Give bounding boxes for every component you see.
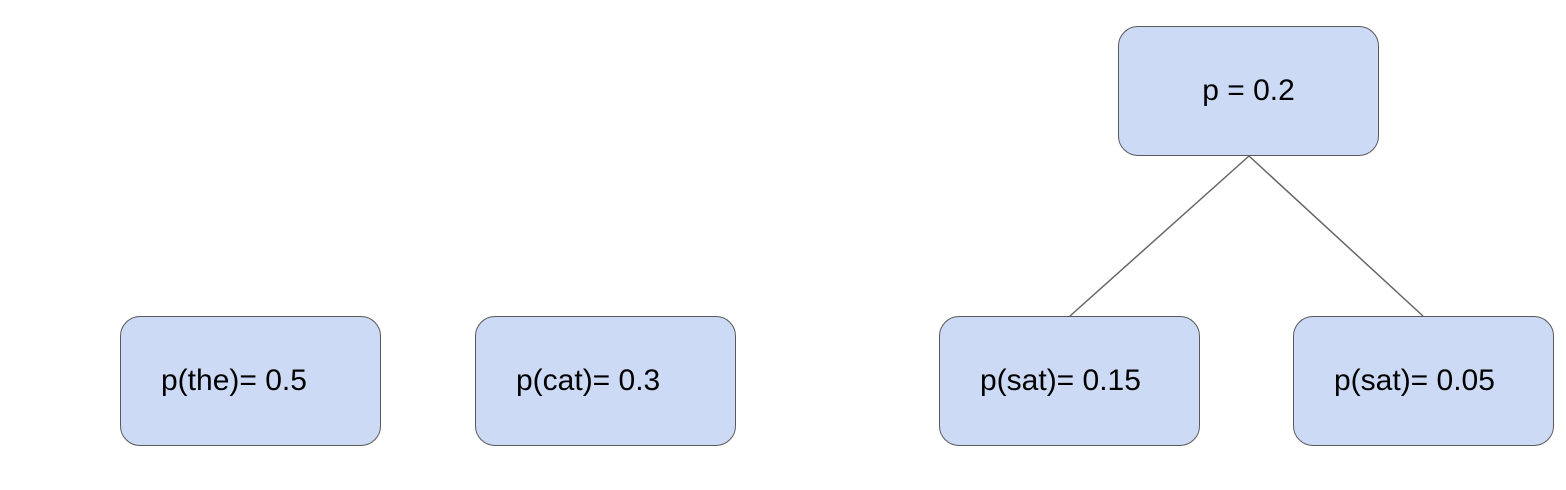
node-sat-b-label: p(sat)= 0.05 <box>1334 364 1495 397</box>
node-cat: p(cat)= 0.3 <box>475 316 736 446</box>
node-the: p(the)= 0.5 <box>120 316 381 446</box>
edge-root-to-sat-b <box>1248 155 1424 317</box>
node-sat-a-label: p(sat)= 0.15 <box>980 364 1141 397</box>
node-root-label: p = 0.2 <box>1202 74 1295 107</box>
node-sat-b: p(sat)= 0.05 <box>1293 316 1554 446</box>
edge-root-to-sat-a <box>1069 155 1250 317</box>
node-the-label: p(the)= 0.5 <box>161 364 307 397</box>
node-sat-a: p(sat)= 0.15 <box>939 316 1200 446</box>
node-root: p = 0.2 <box>1118 26 1379 156</box>
node-cat-label: p(cat)= 0.3 <box>516 364 661 397</box>
